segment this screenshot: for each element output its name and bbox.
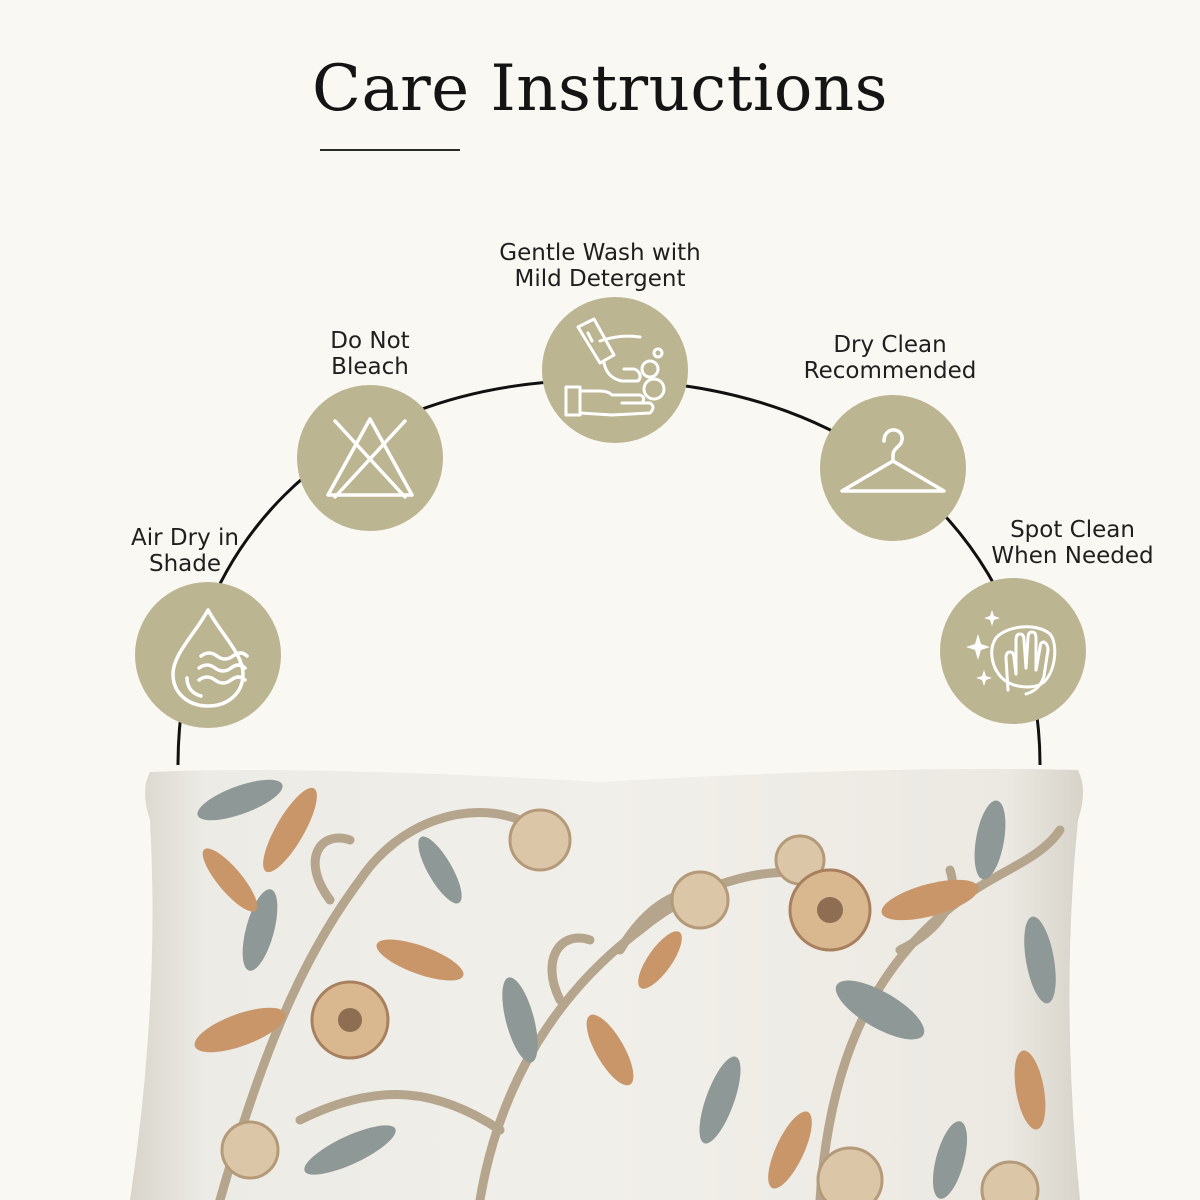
hanger-icon (840, 428, 946, 493)
no-bleach-icon (326, 417, 414, 499)
care-label-air-dry: Air Dry in Shade (131, 525, 239, 577)
spot-clean-icon (966, 610, 1057, 696)
care-label-no-bleach: Do Not Bleach (330, 328, 410, 380)
care-label-gentle-wash: Gentle Wash with Mild Detergent (499, 240, 701, 292)
care-badge-no-bleach (297, 385, 443, 531)
care-badge-spot-clean (940, 578, 1086, 724)
care-label-spot-clean: Spot Clean When Needed (991, 517, 1154, 569)
care-badge-dry-clean (820, 395, 966, 541)
care-badge-air-dry (135, 582, 281, 728)
page-title: Care Instructions (312, 52, 888, 126)
title-underline (320, 149, 460, 151)
hand-wash-icon (564, 317, 666, 417)
water-drop-icon (171, 608, 249, 708)
care-label-dry-clean: Dry Clean Recommended (803, 332, 977, 384)
care-badge-gentle-wash (542, 297, 688, 443)
